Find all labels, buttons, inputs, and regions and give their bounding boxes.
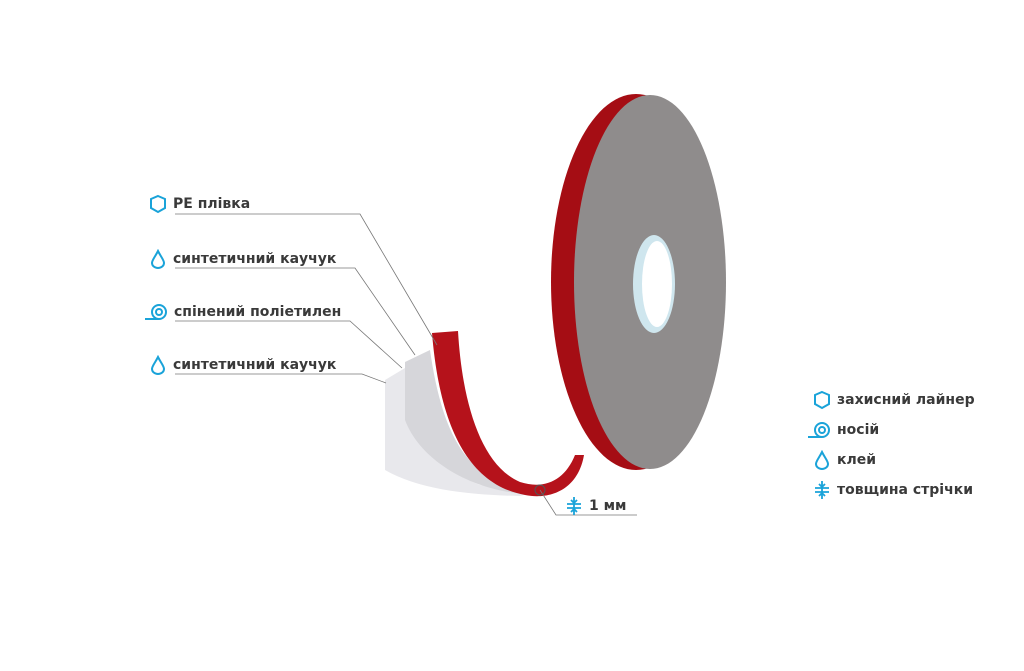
legend-item-carrier: носій (806, 420, 879, 440)
drop-icon (150, 355, 166, 375)
drop-icon (814, 450, 830, 470)
layer-label-rubber-2: синтетичний каучук (148, 355, 336, 375)
legend-item-thickness: товщина стрічки (812, 480, 973, 500)
tape-strip-grey (405, 350, 540, 494)
roll-icon (145, 304, 167, 320)
layer-label-pe-film: PE плівка (148, 194, 250, 214)
shield-icon (814, 390, 830, 410)
legend-item-adhesive: клей (812, 450, 876, 470)
thickness-icon (567, 497, 581, 515)
thickness-label: 1 мм (564, 496, 627, 516)
layer-label-foam: спінений поліетилен (143, 302, 341, 322)
drop-icon (150, 249, 166, 269)
tape-strip-red (432, 331, 584, 497)
tape-strip-white (385, 365, 535, 496)
roll-icon (808, 422, 830, 438)
legend-item-liner: захисний лайнер (812, 390, 975, 410)
shield-icon (150, 194, 166, 214)
thickness-icon (815, 481, 829, 499)
roll-hole (642, 241, 672, 327)
layer-label-rubber-1: синтетичний каучук (148, 249, 336, 269)
